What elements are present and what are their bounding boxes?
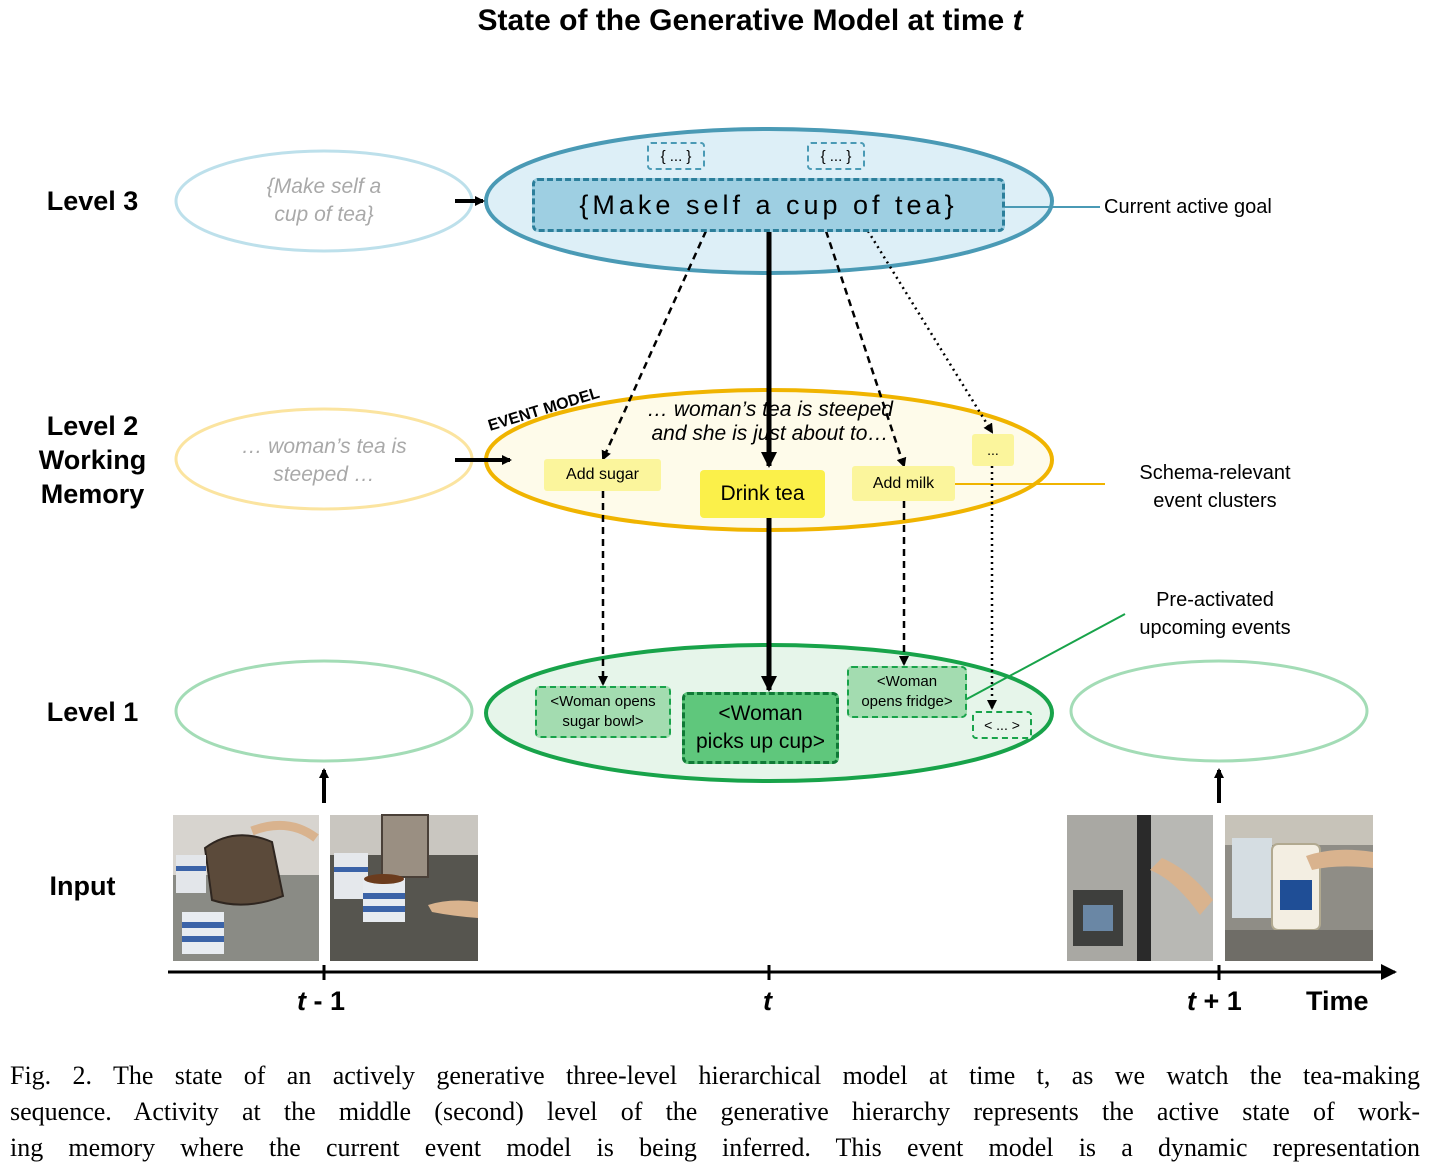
open-sugar-bowl-event: <Woman opens sugar bowl> xyxy=(535,686,671,738)
figure-title: State of the Generative Model at time t xyxy=(0,4,1430,38)
ghost-context-line-1: … woman’s tea is xyxy=(241,435,407,458)
level1-ellipsis-event: < ... > xyxy=(972,711,1032,739)
caption-line-2: sequence. Activity at the middle (second… xyxy=(10,1097,1420,1126)
tick-label-t-plus-1: t + 1 xyxy=(1187,986,1242,1017)
caption-line-1: Fig. 2. The state of an actively generat… xyxy=(10,1061,1420,1090)
event-context-line-1: … woman’s tea is steeped xyxy=(647,398,893,421)
sugar-event-line-1: <Woman opens xyxy=(550,693,656,710)
working-line: Working xyxy=(38,445,147,475)
schema-annotation-line-1: Schema-relevant xyxy=(1139,462,1291,484)
tick-label-t-minus-1: t - 1 xyxy=(297,986,345,1017)
t-plus-rest: + 1 xyxy=(1196,986,1242,1016)
fridge-event-line-2: opens fridge> xyxy=(861,693,953,710)
title-italic-t: t xyxy=(1012,4,1023,37)
diagram-canvas: EVENT MODEL xyxy=(168,127,1397,980)
schema-annotation-line-2: event clusters xyxy=(1153,490,1277,512)
input-label: Input xyxy=(49,871,116,901)
ghost-context-line-2: steeped … xyxy=(273,463,375,486)
add-milk-cluster: Add milk xyxy=(852,466,955,501)
t-plus-var: t xyxy=(1187,986,1196,1016)
preactivated-line-2: upcoming events xyxy=(1139,617,1291,639)
caption-line-3: ing memory where the current event model… xyxy=(10,1133,1420,1162)
level1-ghost-right-ellipse xyxy=(1069,659,1369,763)
ghost-goal-line-2: cup of tea} xyxy=(274,203,374,226)
event-context-line-2: and she is just about to… xyxy=(651,422,889,445)
goal-to-sugar-arrow xyxy=(601,230,708,461)
tea-cup-counter-photo xyxy=(330,814,478,961)
preactivated-line-1: Pre-activated xyxy=(1156,589,1274,611)
preactivated-annotation: Pre-activated upcoming events xyxy=(1105,586,1325,642)
add-sugar-cluster: Add sugar xyxy=(544,459,661,491)
event-context-text: … woman’s tea is steeped and she is just… xyxy=(600,398,940,446)
level2-ghost-text: … woman’s tea is steeped … xyxy=(176,433,472,489)
goal-to-milk-arrow xyxy=(824,230,907,468)
fridge-event-line-1: <Woman xyxy=(876,673,938,690)
cup-event-line-2: picks up cup> xyxy=(696,730,825,753)
tick-label-t: t xyxy=(763,986,772,1017)
figure-caption: Fig. 2. The state of an actively generat… xyxy=(10,1058,1420,1166)
sugar-event-line-2: sugar bowl> xyxy=(562,713,644,730)
level-2-line: Level 2 xyxy=(46,411,139,441)
pick-up-cup-event: <Woman picks up cup> xyxy=(682,692,839,764)
memory-line: Memory xyxy=(40,479,145,509)
open-fridge-event: <Woman opens fridge> xyxy=(847,666,967,718)
level1-ghost-left-ellipse xyxy=(174,659,474,763)
t-minus-var: t xyxy=(297,986,306,1016)
milk-jug-photo xyxy=(1225,815,1373,961)
level2-ellipsis-cluster: ... xyxy=(972,434,1014,466)
current-goal-box: {Make self a cup of tea} xyxy=(532,178,1005,232)
t-now-var: t xyxy=(763,986,772,1016)
kettle-pouring-photo xyxy=(173,815,319,961)
level-3-label: Level 3 xyxy=(46,186,139,216)
ghost-goal-line-1: {Make self a xyxy=(266,175,382,198)
t-minus-rest: - 1 xyxy=(306,986,346,1016)
open-fridge-photo xyxy=(1067,815,1213,961)
level3-placeholder-left: { ... } xyxy=(647,142,705,170)
level-2-label: Level 2 Working Memory xyxy=(30,409,155,511)
level3-ghost-text: {Make self a cup of tea} xyxy=(176,173,472,229)
schema-cluster-annotation: Schema-relevant event clusters xyxy=(1105,459,1325,515)
cup-event-line-1: <Woman xyxy=(718,702,803,725)
time-axis-label: Time xyxy=(1306,986,1369,1016)
drink-tea-cluster: Drink tea xyxy=(700,470,825,518)
level3-placeholder-right: { ... } xyxy=(807,142,865,170)
preactivated-annotation-line xyxy=(964,613,1126,701)
current-goal-annotation: Current active goal xyxy=(1104,196,1272,218)
level-1-label: Level 1 xyxy=(46,697,139,727)
title-text: State of the Generative Model at time xyxy=(477,4,1013,37)
